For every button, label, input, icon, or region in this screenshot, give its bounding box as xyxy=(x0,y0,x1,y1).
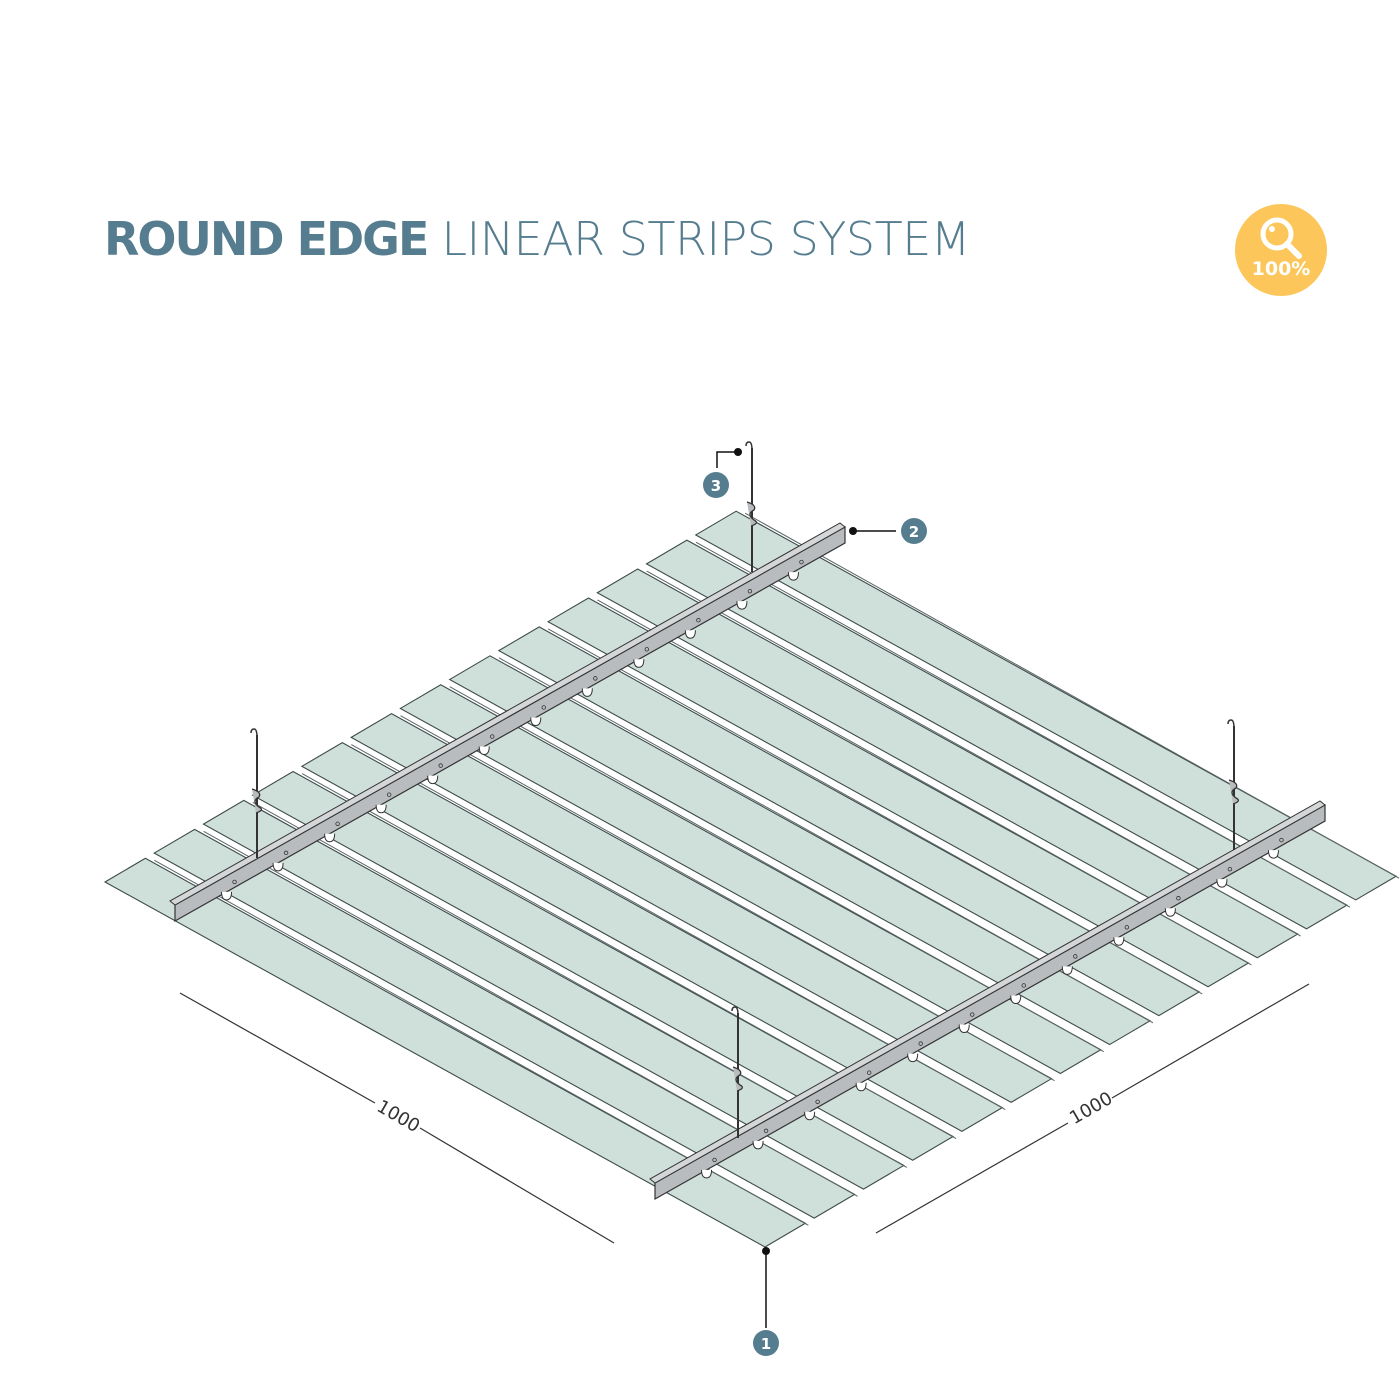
rail-clip xyxy=(272,862,284,872)
rail-hole xyxy=(712,1157,717,1163)
rail-top xyxy=(649,800,1326,1184)
hanger-hook xyxy=(745,441,753,451)
rail-clip xyxy=(1267,850,1279,859)
hanger-spring xyxy=(732,1066,744,1092)
rail-hole xyxy=(335,821,340,826)
rail-hole xyxy=(1124,925,1130,930)
rail-hole xyxy=(283,850,289,856)
svg-text:1: 1 xyxy=(761,1335,771,1353)
rail-clip xyxy=(752,1140,764,1150)
rail-clip xyxy=(221,891,233,901)
hanger xyxy=(731,1006,744,1138)
dimension-label-left: 1000 xyxy=(373,1096,423,1137)
hanger xyxy=(745,441,758,572)
callout-3: 3 xyxy=(703,448,742,498)
hangers xyxy=(250,441,1240,1138)
rail-clip xyxy=(1113,937,1125,946)
rail-hole xyxy=(799,559,804,565)
svg-text:2: 2 xyxy=(909,523,919,541)
rail-clip xyxy=(530,717,542,726)
rail-clip xyxy=(855,1082,867,1092)
linear-strips xyxy=(103,510,1400,1248)
rail-hole xyxy=(1279,837,1284,843)
zoom-badge: 100% xyxy=(1235,204,1327,296)
dimension-label-right: 1000 xyxy=(1066,1088,1116,1129)
hanger-spring xyxy=(1228,779,1240,805)
hanger-hook xyxy=(731,1006,739,1016)
hanger xyxy=(250,728,263,858)
rail-clip xyxy=(958,1024,970,1034)
callout-1: 1 xyxy=(753,1247,779,1356)
callout-2: 2 xyxy=(849,518,927,544)
hanger-spring xyxy=(251,788,263,814)
hanger-spring xyxy=(746,501,758,527)
rail-hole xyxy=(593,676,598,681)
rail-hole xyxy=(815,1099,820,1104)
rail-top xyxy=(169,522,846,906)
carrier-rail xyxy=(649,800,1326,1201)
hanger-hook xyxy=(1227,719,1235,729)
rail-hole xyxy=(1021,983,1026,988)
rail-hole xyxy=(763,1128,769,1134)
rail-clip xyxy=(1164,908,1176,917)
rail-clip xyxy=(907,1053,919,1063)
rail-hole xyxy=(1073,954,1078,959)
rail-clip xyxy=(375,804,387,814)
svg-text:3: 3 xyxy=(711,477,721,495)
rail-clip xyxy=(736,601,748,610)
rail-clip xyxy=(633,659,645,668)
rail-clip xyxy=(324,833,336,843)
rail-clip xyxy=(581,688,593,697)
title-bold: ROUND EDGE xyxy=(104,212,429,266)
rail-clip xyxy=(1061,966,1073,975)
carrier-rail xyxy=(169,522,846,923)
rail-hole xyxy=(386,792,392,797)
rail-hole xyxy=(747,588,753,594)
rail-hole xyxy=(1176,896,1181,901)
rail-clip xyxy=(427,775,439,785)
rail-clip xyxy=(787,572,799,581)
rail-clip xyxy=(1216,879,1228,888)
rail-clip xyxy=(701,1169,713,1179)
rail-clip xyxy=(804,1111,816,1121)
rail-hole xyxy=(232,879,237,885)
rail-hole xyxy=(438,763,443,768)
rail-hole xyxy=(970,1012,975,1017)
carrier-rails xyxy=(169,522,1326,1201)
title-light: LINEAR STRIPS SYSTEM xyxy=(441,212,971,266)
diagram-title: ROUND EDGE LINEAR STRIPS SYSTEM xyxy=(104,212,970,266)
rail-hole xyxy=(541,705,546,710)
rail-clip xyxy=(478,746,490,756)
rail-hole xyxy=(696,618,701,623)
rail-hole xyxy=(1227,866,1233,872)
hanger-hook xyxy=(250,728,258,738)
rail-hole xyxy=(490,734,495,739)
hanger xyxy=(1227,719,1240,850)
zoom-percentage: 100% xyxy=(1251,258,1311,280)
magnifier-icon xyxy=(1260,217,1302,259)
rail-hole xyxy=(918,1041,923,1046)
rail-hole xyxy=(866,1070,872,1075)
rail-hole xyxy=(644,647,650,652)
rail-clip xyxy=(1010,995,1022,1004)
rail-clip xyxy=(684,630,696,639)
